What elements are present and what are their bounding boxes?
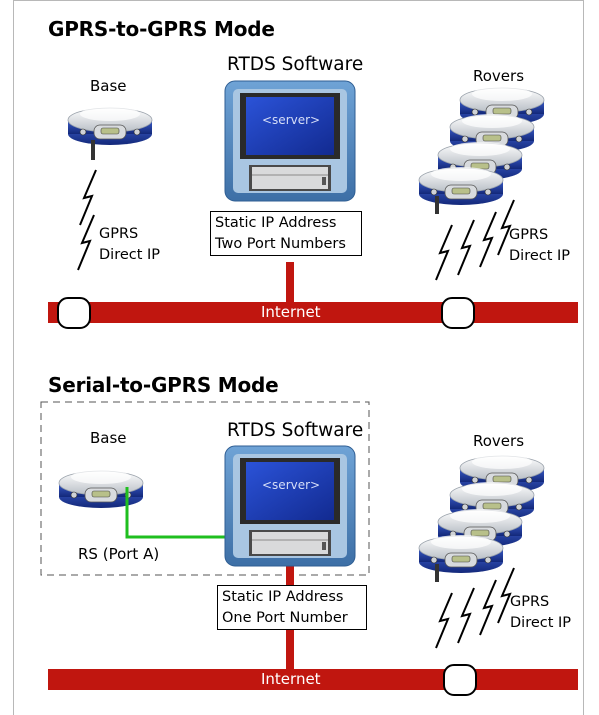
- serial-mode-title: Serial-to-GPRS Mode: [48, 373, 279, 397]
- gprs-mode-section: [48, 80, 578, 329]
- server-monitor-icon: [224, 445, 356, 567]
- gprs-rover-link-label-1: GPRS: [509, 227, 549, 243]
- rover-receiver-icon: [418, 166, 504, 206]
- gprs-base-link-label-1: GPRS: [99, 226, 139, 242]
- rover-gprs-link-icon: [457, 587, 475, 644]
- diagram-frame-top: [13, 0, 584, 1]
- serial-ip-line-1: Static IP Address: [222, 589, 344, 605]
- gprs-rover-link-label-2: Direct IP: [509, 248, 571, 264]
- rover-gprs-link-icon: [435, 224, 453, 281]
- base-modem-node: [57, 297, 91, 329]
- gprs-ip-line-1: Static IP Address: [215, 215, 337, 231]
- serial-internet-label: Internet: [261, 670, 321, 688]
- rover-gprs-link-icon: [479, 579, 497, 636]
- serial-mode-section: [40, 401, 578, 696]
- serial-base-label: Base: [90, 429, 127, 447]
- serial-server-screen-text: <server>: [262, 478, 321, 492]
- gprs-ip-box: Static IP Address Two Port Numbers: [210, 211, 362, 256]
- serial-rover-link-label-1: GPRS: [510, 594, 550, 610]
- rover-gprs-link-icon: [479, 211, 497, 268]
- rover-gprs-link-icon: [457, 219, 475, 276]
- gprs-internet-label: Internet: [261, 303, 321, 321]
- software-uplink: [286, 262, 294, 308]
- serial-rovers-label: Rovers: [473, 432, 525, 450]
- rovers-stack-icon: [418, 86, 545, 214]
- gprs-server-screen-text: <server>: [262, 113, 321, 127]
- base-receiver-icon: [67, 106, 153, 160]
- gprs-mode-title: GPRS-to-GPRS Mode: [48, 17, 275, 41]
- server-monitor-icon: [224, 80, 356, 202]
- rover-gprs-link-icon: [435, 592, 453, 649]
- serial-cable: [125, 487, 252, 539]
- rover-receiver-icon: [418, 534, 504, 574]
- base-receiver-icon: [58, 469, 144, 509]
- rovers-stack-icon: [418, 454, 545, 582]
- serial-software-label: RTDS Software: [227, 420, 364, 441]
- serial-rover-link-label-2: Direct IP: [510, 615, 572, 631]
- gprs-base-link-label-2: Direct IP: [99, 247, 161, 263]
- diagram-frame: [13, 0, 584, 715]
- gprs-rovers-label: Rovers: [473, 67, 525, 85]
- gprs-ip-line-2: Two Port Numbers: [215, 236, 346, 252]
- serial-ip-box: Static IP Address One Port Number: [217, 585, 367, 630]
- rovers-modem-node: [441, 297, 475, 329]
- gprs-base-label: Base: [90, 77, 127, 95]
- rovers-modem-node: [443, 664, 477, 696]
- gprs-software-label: RTDS Software: [227, 54, 364, 75]
- local-enclosure: [40, 401, 370, 576]
- serial-port-label: RS (Port A): [78, 545, 160, 563]
- serial-ip-line-2: One Port Number: [222, 610, 348, 626]
